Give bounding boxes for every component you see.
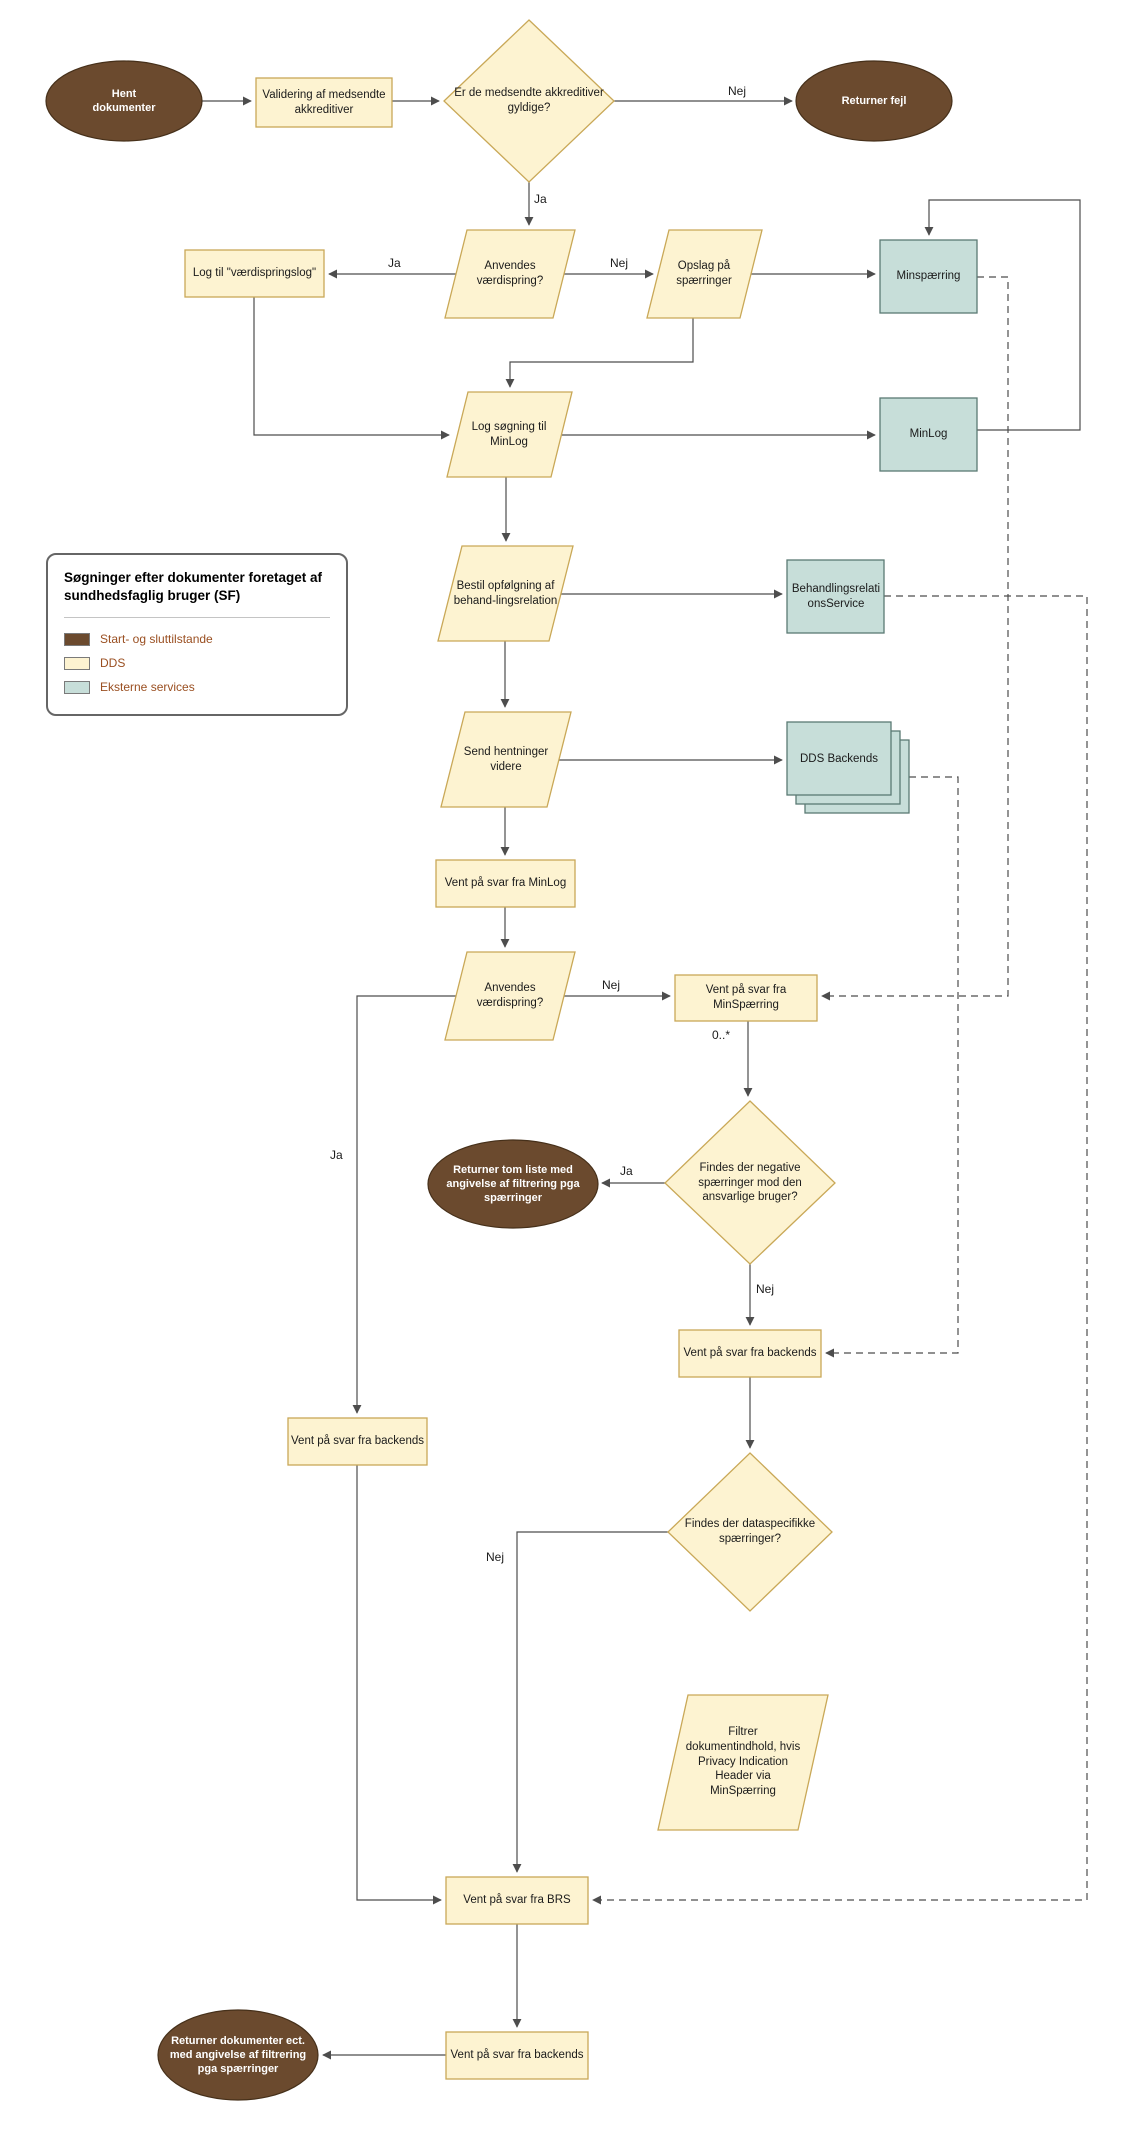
legend-item-external: Eksterne services bbox=[64, 680, 330, 694]
node-returner-dokumenter-shape bbox=[157, 2009, 319, 2101]
legend-label-external: Eksterne services bbox=[100, 680, 195, 695]
edge-label-dataspec-nej: Nej bbox=[486, 1550, 505, 1564]
node-anvendes-1-shape bbox=[444, 229, 576, 319]
edge-label-gyldige-nej: Nej bbox=[728, 84, 747, 98]
legend-title: Søgninger efter dokumenter foretaget af … bbox=[64, 570, 323, 604]
node-vent-backends-bund-shape bbox=[445, 2031, 589, 2080]
node-log-vaerdispringslog-label: Log til "værdispringslog" bbox=[192, 267, 317, 280]
edge-dataspec-nej-to-ventbrs bbox=[512, 1531, 668, 1873]
edge-label-negative-ja: Ja bbox=[620, 1164, 633, 1178]
node-findes-negative-shape bbox=[664, 1100, 836, 1265]
node-anvendes-2-label: Anvendes værdispring? bbox=[476, 982, 544, 1009]
node-hent-dokumenter-shape bbox=[45, 60, 203, 142]
node-vent-backends-venstre-shape bbox=[287, 1417, 428, 1466]
edge-dashed-behandlingsservice-to-ventbrs bbox=[592, 595, 1088, 1905]
node-behandlingsservice-label: BehandlingsrelationsService bbox=[791, 582, 881, 610]
node-vent-backends-bund-label: Vent på svar fra backends bbox=[450, 2049, 584, 2062]
edge-minlog-to-minspaerring bbox=[924, 199, 1081, 431]
edge-opslag-to-logsoegning bbox=[505, 318, 694, 388]
legend-item-terminal: Start- og sluttilstande bbox=[64, 632, 330, 646]
edge-ventbackends-venstre-to-ventbrs bbox=[356, 1465, 442, 1905]
node-validering-shape bbox=[255, 77, 393, 128]
node-findes-dataspecifikke-label: Findes der dataspecifikke spærringer? bbox=[684, 1518, 816, 1545]
node-opslag-label: Opslag på spærringer bbox=[676, 260, 732, 287]
edge-dashed-ddsbackends-to-ventbackends bbox=[825, 776, 959, 1358]
node-bestil-label: Bestil opfølgning af behand-lingsrelatio… bbox=[453, 580, 558, 607]
node-vent-minlog-label: Vent på svar fra MinLog bbox=[444, 877, 567, 890]
node-vent-minlog-shape bbox=[435, 859, 576, 908]
node-dds-backends-label: DDS Backends bbox=[800, 752, 878, 765]
node-returner-tom-liste-label: Returner tom liste med angivelse af filt… bbox=[446, 1163, 580, 1205]
node-hent-dokumenter-label: Hent dokumenter bbox=[92, 87, 156, 114]
legend-item-dds: DDS bbox=[64, 656, 330, 670]
node-filtrer-label: Filtrer dokumentindhold, hvis Privacy In… bbox=[685, 1725, 801, 1798]
node-returner-dokumenter-label: Returner dokumenter ect. med angivelse a… bbox=[169, 2034, 307, 2076]
node-anvendes-2-shape bbox=[444, 951, 576, 1041]
node-behandlingsservice-shape bbox=[786, 559, 885, 634]
legend-label-dds: DDS bbox=[100, 656, 126, 671]
node-vent-backends-hoejre-shape bbox=[678, 1329, 822, 1378]
node-send-hentninger-shape bbox=[440, 711, 572, 808]
node-minspaerring-label: Minspærring bbox=[896, 270, 961, 283]
node-vent-brs-label: Vent på svar fra BRS bbox=[463, 1894, 571, 1907]
edge-label-gyldige-ja: Ja bbox=[534, 192, 547, 206]
node-minlog-label: MinLog bbox=[909, 428, 948, 441]
node-minlog-shape bbox=[879, 397, 978, 472]
legend-separator bbox=[64, 617, 330, 619]
legend: Søgninger efter dokumenter foretaget af … bbox=[46, 553, 348, 717]
node-gyldige-label: Er de medsendte akkreditiver gyldige? bbox=[454, 87, 604, 114]
node-vent-backends-hoejre-label: Vent på svar fra backends bbox=[683, 1347, 817, 1360]
node-validering-label: Validering af medsendte akkreditiver bbox=[262, 88, 386, 116]
edge-anvendes2-ja-to-ventbackends-venstre bbox=[352, 995, 456, 1414]
node-dds-backends-shape-front bbox=[786, 721, 892, 796]
node-returner-tom-liste-shape bbox=[427, 1139, 599, 1229]
node-bestil-shape bbox=[437, 545, 574, 642]
node-vent-brs-shape bbox=[445, 1876, 589, 1925]
edge-label-minspaerring-kardinalitet: 0..* bbox=[712, 1028, 731, 1042]
node-send-hentninger-label: Send hentninger videre bbox=[463, 746, 549, 773]
legend-swatch-dds bbox=[64, 656, 90, 670]
edge-label-anvendes2-ja: Ja bbox=[330, 1148, 343, 1162]
edge-label-anvendes2-nej: Nej bbox=[602, 978, 621, 992]
node-log-vaerdispringslog-shape bbox=[184, 249, 325, 298]
edge-label-negative-nej: Nej bbox=[756, 1282, 775, 1296]
edge-label-anvendes1-ja: Ja bbox=[388, 256, 401, 270]
node-anvendes-1-label: Anvendes værdispring? bbox=[476, 260, 544, 287]
node-log-soegning-label: Log søgning til MinLog bbox=[471, 421, 547, 448]
node-returner-fejl-label: Returner fejl bbox=[841, 94, 907, 107]
node-findes-dataspecifikke-shape bbox=[667, 1452, 833, 1612]
legend-swatch-external bbox=[64, 680, 90, 694]
node-vent-backends-venstre-label: Vent på svar fra backends bbox=[291, 1435, 424, 1448]
edge-label-anvendes1-nej: Nej bbox=[610, 256, 629, 270]
node-vent-minspaerring-shape bbox=[674, 974, 818, 1022]
node-minspaerring-shape bbox=[879, 239, 978, 314]
node-opslag-shape bbox=[646, 229, 763, 319]
node-findes-negative-label: Findes der negative spærringer mod den a… bbox=[698, 1161, 802, 1204]
node-vent-minspaerring-label: Vent på svar fra MinSpærring bbox=[705, 984, 787, 1011]
node-log-soegning-shape bbox=[446, 391, 573, 478]
legend-swatch-terminal bbox=[64, 632, 90, 646]
node-returner-fejl-shape bbox=[795, 60, 953, 142]
edge-dashed-minspaerring-to-ventminspaerring bbox=[821, 276, 1009, 1001]
legend-label-terminal: Start- og sluttilstande bbox=[100, 632, 213, 647]
edge-logvaerdispring-to-logsoegning bbox=[253, 297, 450, 440]
node-gyldige-shape bbox=[443, 19, 615, 183]
node-filtrer-shape bbox=[657, 1694, 829, 1831]
